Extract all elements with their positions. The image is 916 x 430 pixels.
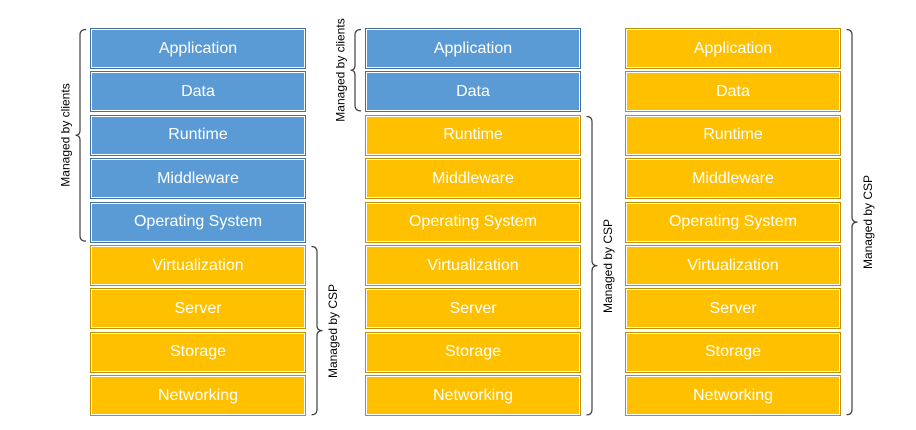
layer-operating-system: Operating System [365, 201, 581, 243]
layer-storage: Storage [625, 331, 841, 373]
brace-left [75, 28, 87, 242]
layer-data: Data [365, 71, 581, 113]
layer-runtime: Runtime [365, 114, 581, 156]
layer-operating-system: Operating System [625, 201, 841, 243]
layer-virtualization: Virtualization [90, 245, 306, 286]
layer-operating-system: Operating System [90, 201, 306, 243]
brace-label: Managed by CSP [601, 218, 616, 313]
layer-application: Application [90, 28, 306, 69]
brace-left [350, 28, 362, 112]
layer-data: Data [90, 71, 306, 113]
brace-label: Managed by CSP [326, 283, 341, 378]
layer-application: Application [625, 28, 841, 69]
layer-networking: Networking [365, 375, 581, 417]
brace-label: Managed by CSP [861, 175, 876, 270]
layer-middleware: Middleware [365, 158, 581, 200]
brace-right [846, 28, 858, 416]
brace-label: Managed by clients [58, 83, 73, 187]
layer-server: Server [365, 288, 581, 330]
layer-middleware: Middleware [90, 158, 306, 200]
layer-middleware: Middleware [625, 158, 841, 200]
brace-label: Managed by clients [333, 18, 348, 122]
brace-right [311, 245, 323, 416]
layer-server: Server [90, 288, 306, 330]
layer-networking: Networking [625, 375, 841, 417]
layer-storage: Storage [365, 331, 581, 373]
layer-storage: Storage [90, 331, 306, 373]
layer-runtime: Runtime [90, 114, 306, 156]
brace-right [586, 115, 598, 416]
layer-networking: Networking [90, 375, 306, 417]
layer-data: Data [625, 71, 841, 113]
layer-application: Application [365, 28, 581, 69]
layer-virtualization: Virtualization [365, 245, 581, 286]
layer-runtime: Runtime [625, 114, 841, 156]
layer-server: Server [625, 288, 841, 330]
layer-virtualization: Virtualization [625, 245, 841, 286]
